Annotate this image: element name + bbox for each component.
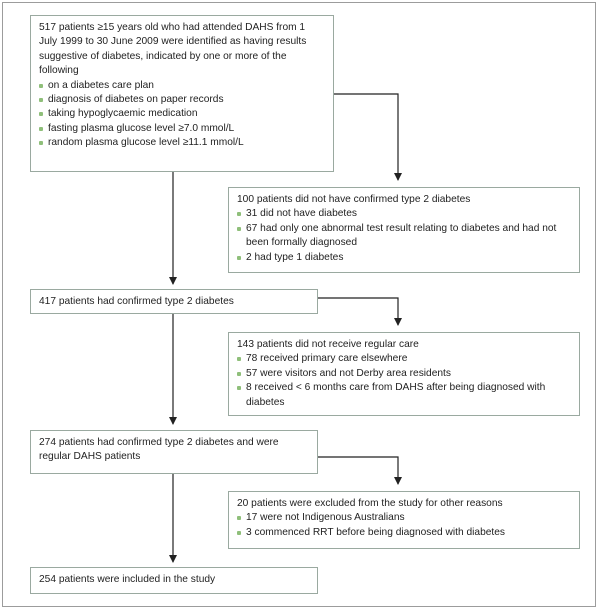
start-text: 517 patients ≥15 years old who had atten… — [39, 22, 307, 77]
list-item: 2 had type 1 diabetes — [237, 251, 571, 265]
bullet-icon — [237, 255, 241, 260]
bullet-icon — [39, 98, 43, 103]
excluded2-box: 143 patients did not receive regular car… — [228, 332, 580, 416]
list-item: taking hypoglycaemic medication — [39, 107, 325, 121]
bullet-icon — [39, 112, 43, 117]
bullet-icon — [237, 371, 241, 376]
bullet-icon — [237, 516, 241, 521]
bullet-icon — [237, 357, 241, 362]
regular-box: 274 patients had confirmed type 2 diabet… — [30, 430, 318, 474]
regular-text: 274 patients had confirmed type 2 diabet… — [39, 437, 279, 463]
excluded2-list: 78 received primary care elsewhere 57 we… — [237, 352, 571, 410]
excluded3-box: 20 patients were excluded from the study… — [228, 491, 580, 549]
excluded1-list: 31 did not have diabetes 67 had only one… — [237, 207, 571, 265]
list-item: 3 commenced RRT before being diagnosed w… — [237, 526, 571, 540]
bullet-icon — [39, 126, 43, 131]
confirmed-text: 417 patients had confirmed type 2 diabet… — [39, 296, 234, 307]
final-box: 254 patients were included in the study — [30, 567, 318, 594]
list-item: 17 were not Indigenous Australians — [237, 511, 571, 525]
arrow-regular-to-excluded3 — [318, 456, 402, 485]
list-item: diagnosis of diabetes on paper records — [39, 93, 325, 107]
list-item: random plasma glucose level ≥11.1 mmol/L — [39, 136, 325, 150]
bullet-icon — [237, 226, 241, 231]
bullet-icon — [39, 141, 43, 146]
bullet-icon — [237, 530, 241, 535]
bullet-icon — [237, 212, 241, 217]
list-item: 67 had only one abnormal test result rel… — [237, 222, 571, 251]
bullet-icon — [39, 83, 43, 88]
list-item: fasting plasma glucose level ≥7.0 mmol/L — [39, 122, 325, 136]
excluded1-box: 100 patients did not have confirmed type… — [228, 187, 580, 273]
arrow-confirmed-to-excluded2 — [318, 297, 402, 326]
arrow-start-to-excluded1 — [334, 93, 402, 181]
excluded1-text: 100 patients did not have confirmed type… — [237, 194, 471, 205]
final-text: 254 patients were included in the study — [39, 574, 216, 585]
start-criteria-list: on a diabetes care plan diagnosis of dia… — [39, 79, 325, 151]
bullet-icon — [237, 386, 241, 391]
list-item: 78 received primary care elsewhere — [237, 352, 571, 366]
confirmed-box: 417 patients had confirmed type 2 diabet… — [30, 289, 318, 314]
start-box: 517 patients ≥15 years old who had atten… — [30, 15, 334, 172]
excluded2-text: 143 patients did not receive regular car… — [237, 339, 419, 350]
list-item: on a diabetes care plan — [39, 79, 325, 93]
list-item: 57 were visitors and not Derby area resi… — [237, 367, 571, 381]
excluded3-text: 20 patients were excluded from the study… — [237, 498, 503, 509]
list-item: 8 received < 6 months care from DAHS aft… — [237, 381, 571, 410]
excluded3-list: 17 were not Indigenous Australians 3 com… — [237, 511, 571, 540]
list-item: 31 did not have diabetes — [237, 207, 571, 221]
